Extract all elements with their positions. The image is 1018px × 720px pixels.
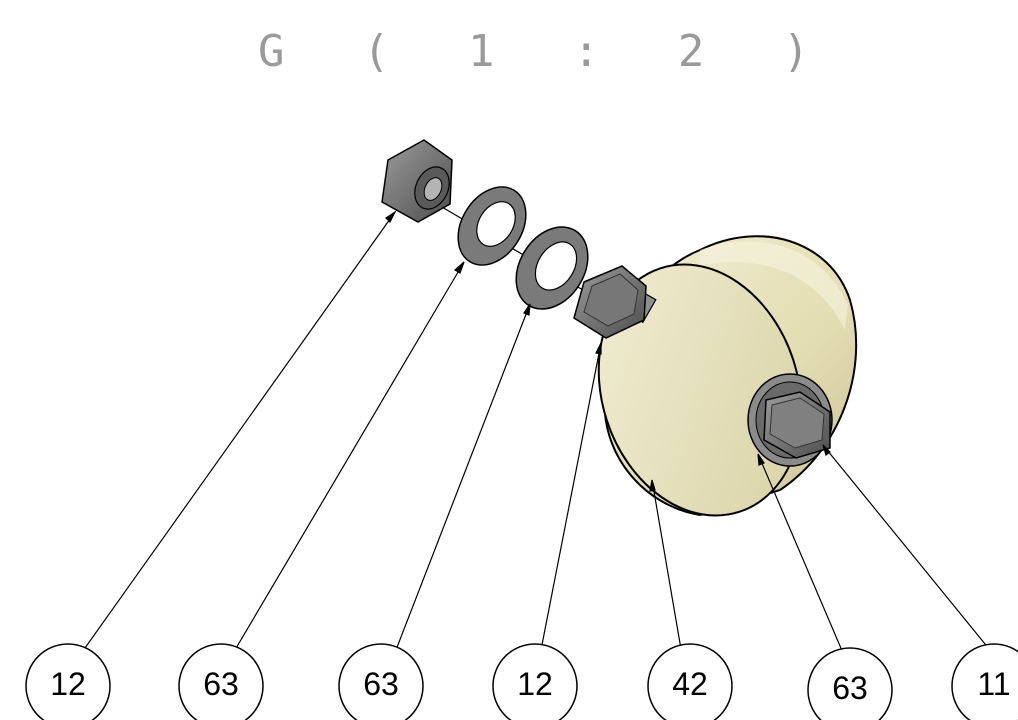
balloon-1 (25, 643, 111, 720)
balloon-6 (807, 647, 893, 720)
hex-bolt-part (747, 373, 833, 467)
leader-lines (79, 210, 995, 661)
balloon-label: 63 (832, 670, 868, 706)
balloon-label: 42 (672, 666, 708, 702)
washer-right-part (515, 226, 589, 310)
balloon-7 (951, 643, 1018, 720)
balloon-circles (25, 643, 1018, 720)
balloon-3 (338, 643, 424, 720)
washer-left-part (457, 186, 527, 266)
view-title: G ( 1 : 2 ) (258, 26, 836, 77)
balloon-5 (647, 643, 733, 720)
balloon-2 (178, 643, 264, 720)
balloon-label: 11 (977, 666, 1011, 702)
hex-nut-top-part (381, 139, 453, 223)
balloon-label: 63 (203, 666, 239, 702)
hex-nut-middle-part (573, 265, 657, 339)
balloon-4 (492, 643, 578, 720)
balloon-label: 63 (363, 666, 399, 702)
balloon-label: 12 (517, 666, 553, 702)
balloon-label: 12 (50, 666, 86, 702)
